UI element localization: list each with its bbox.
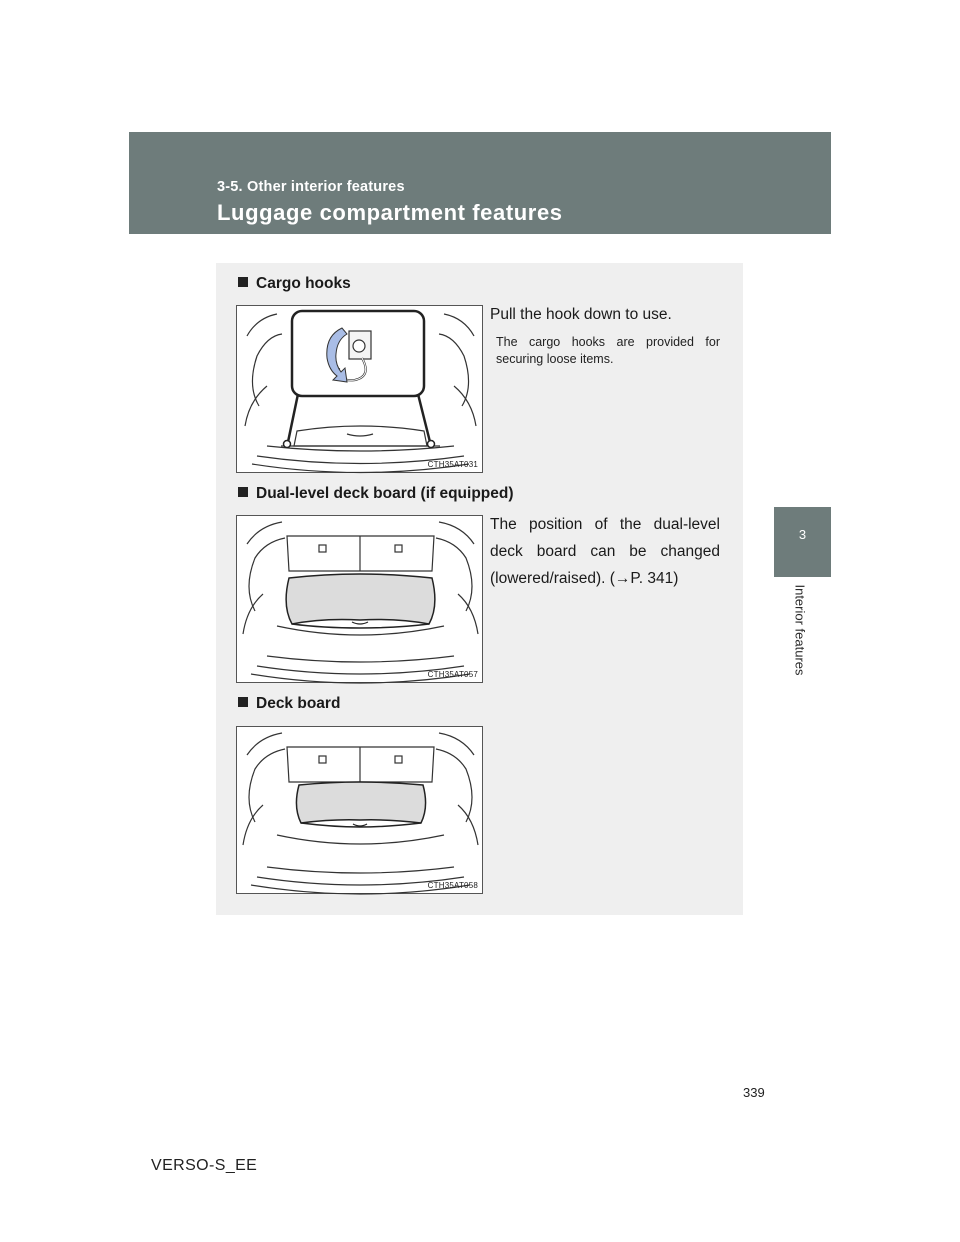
square-bullet-icon: [238, 487, 248, 497]
deck-board-illustration-icon: [242, 732, 479, 895]
dual-level-deck-board-heading: Dual-level deck board (if equipped): [238, 485, 514, 503]
deck-board-heading: Deck board: [238, 695, 340, 713]
cargo-hook-illustration-icon: [244, 309, 477, 474]
cargo-hooks-heading: Cargo hooks: [238, 275, 351, 293]
content-panel: Cargo hooks: [216, 263, 743, 915]
deck-board-raised-illustration-icon: [242, 521, 479, 684]
cargo-hooks-note: The cargo hooks are provided for securin…: [496, 335, 720, 366]
square-bullet-icon: [238, 277, 248, 287]
image-code: CTH35AT058: [427, 881, 478, 890]
cargo-hooks-illustration: CTH35AT031: [236, 305, 483, 474]
image-code: CTH35AT057: [427, 670, 478, 679]
chapter-tab: 3: [774, 507, 831, 577]
page-header-band: 3-5. Other interior features Luggage com…: [129, 132, 831, 234]
square-bullet-icon: [238, 697, 248, 707]
image-code: CTH35AT031: [427, 460, 478, 469]
chapter-label: Interior features: [792, 584, 808, 676]
dual-level-deck-board-illustration: CTH35AT057: [236, 515, 483, 684]
section-label: 3-5. Other interior features: [217, 179, 405, 195]
page-number: 339: [743, 1085, 765, 1100]
dual-level-deck-board-body: The position of the dual-level deck boar…: [490, 516, 720, 587]
page-title: Luggage compartment features: [217, 200, 563, 225]
chapter-number: 3: [798, 527, 807, 542]
deck-board-illustration: CTH35AT058: [236, 726, 483, 895]
model-code: VERSO-S_EE: [151, 1157, 258, 1174]
cargo-hooks-body: Pull the hook down to use.: [490, 306, 672, 323]
